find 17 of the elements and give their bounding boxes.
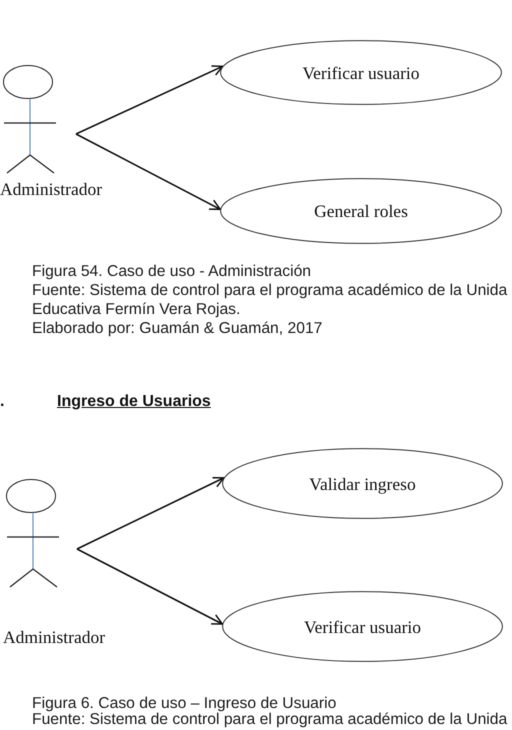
- section-number: .: [0, 392, 4, 411]
- caption-text: Figura 54. Caso de uso - Administración: [32, 262, 312, 281]
- section-heading: Ingreso de Usuarios: [57, 392, 211, 411]
- credit-note: Elaborado por: Guamán & Guamán, 2017: [32, 319, 322, 338]
- use-case-label: General roles: [314, 201, 408, 221]
- arrow: [76, 548, 224, 625]
- use-case-label: Validar ingreso: [309, 474, 416, 494]
- arrow: [76, 133, 221, 210]
- use-case-label: Verificar usuario: [304, 616, 422, 636]
- arrow: [76, 65, 224, 135]
- source-note: Fuente: Sistema de control para el programa académico de la Unida: [32, 711, 508, 728]
- source-note: Fuente: Sistema de control para el programa académico de la Unida Educativa Fermín Vera Rojas.: [32, 281, 508, 319]
- actor-name: Administrador: [0, 179, 102, 199]
- use-case-label: Verificar usuario: [302, 62, 420, 82]
- actor-name: Administrador: [3, 627, 106, 647]
- arrow: [76, 477, 224, 550]
- caption-text: Figura 6. Caso de uso – Ingreso de Usuario: [32, 694, 336, 712]
